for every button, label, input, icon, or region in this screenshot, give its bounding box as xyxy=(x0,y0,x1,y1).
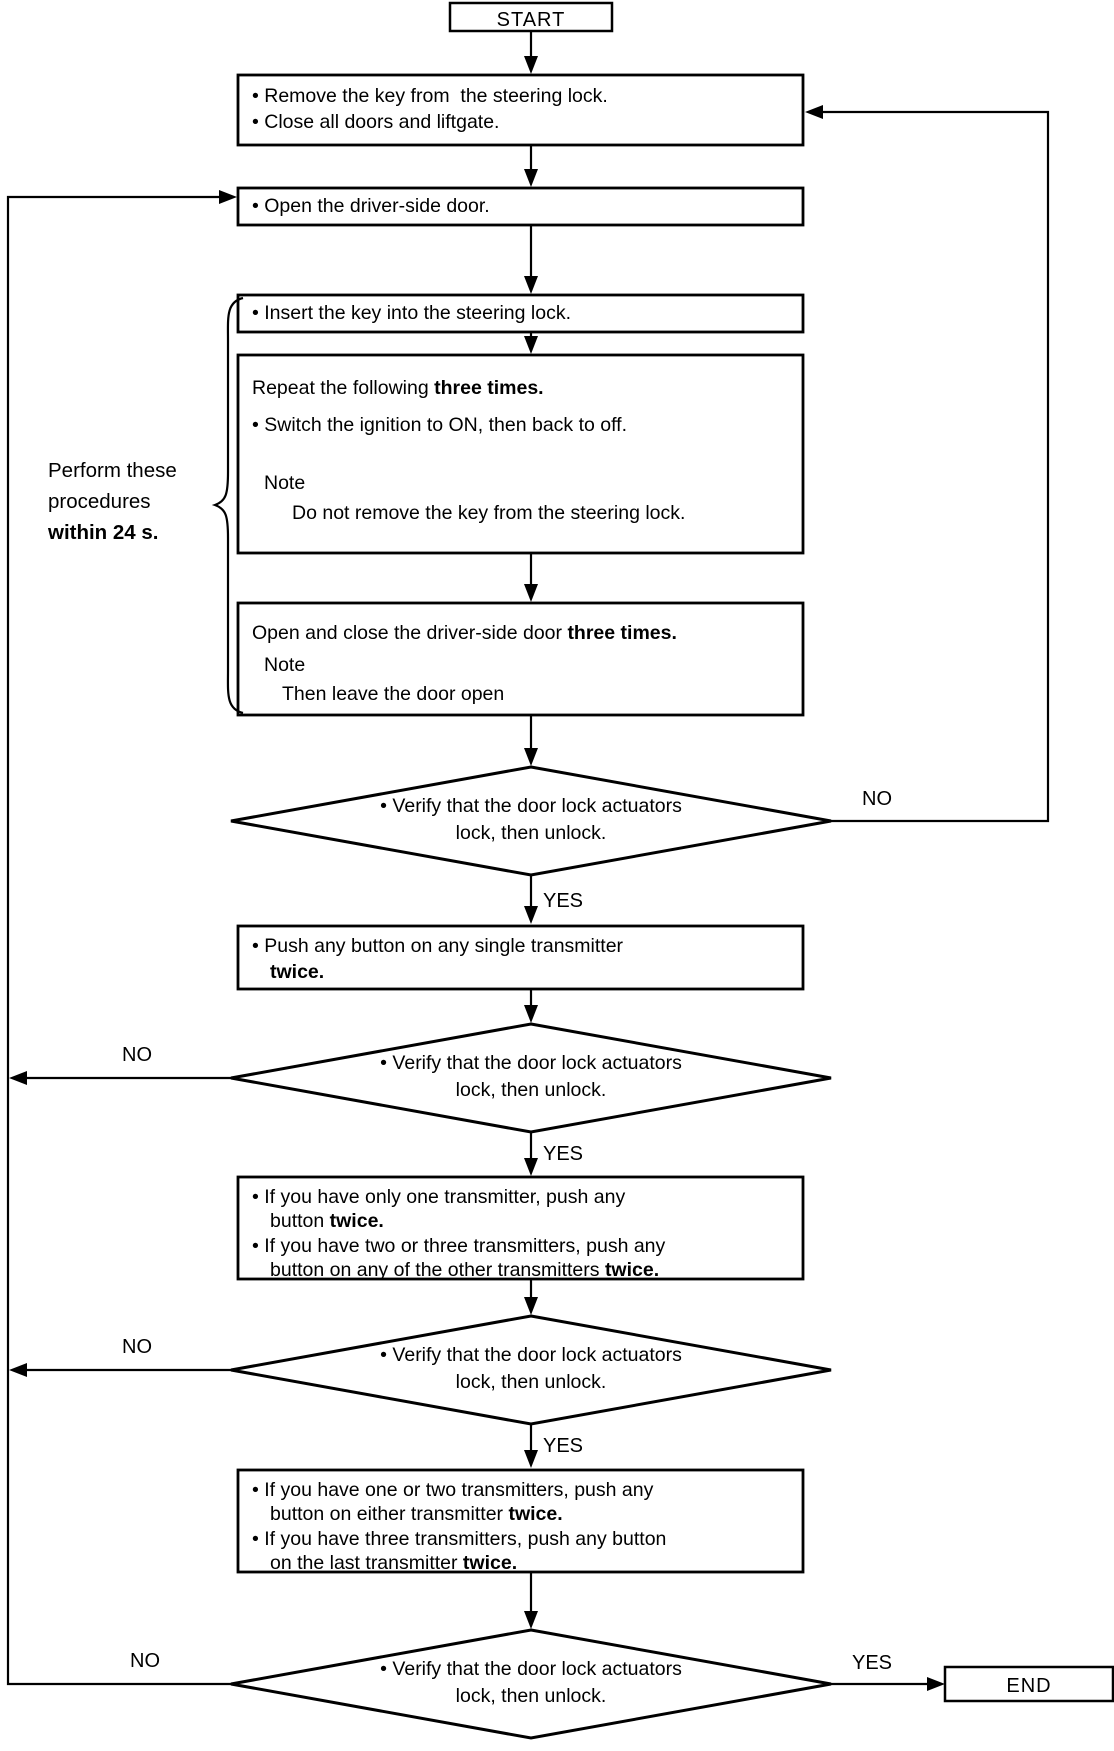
arrowhead-into-open-door xyxy=(219,190,237,204)
one-or-two-b1-line1: • If you have one or two transmitters, p… xyxy=(252,1479,654,1501)
yes-label-3: YES xyxy=(543,1435,584,1457)
arrowhead-down-11 xyxy=(524,1450,538,1468)
arrowhead-down-10 xyxy=(524,1297,538,1315)
one-transmitter-b1-line2: button twice. xyxy=(270,1210,384,1232)
arrowhead-down-4 xyxy=(524,336,538,354)
arrowhead-verify2-no xyxy=(9,1071,27,1085)
process-box-repeat-ignition xyxy=(236,353,805,555)
repeat-ignition-bullet: • Switch the ignition to ON, then back t… xyxy=(252,414,628,436)
start-terminal-label: START xyxy=(496,9,566,31)
arrowhead-down-8 xyxy=(524,1005,538,1023)
arrowhead-down-2 xyxy=(524,169,538,187)
process-box-remove-key xyxy=(236,73,805,147)
yes-label-2: YES xyxy=(543,1143,584,1165)
arrowhead-down-3 xyxy=(524,276,538,294)
repeat-ignition-note-text: Do not remove the key from the steering … xyxy=(292,502,686,524)
process-box-push-any-button xyxy=(236,924,805,991)
end-terminal-label: END xyxy=(1006,1675,1052,1697)
remove-key-text: • Remove the key from the steering lock.… xyxy=(252,85,608,133)
arrowhead-into-remove-key xyxy=(805,105,823,119)
arrowhead-down-6 xyxy=(524,748,538,766)
process-box-open-door xyxy=(236,186,805,227)
push-any-button-line1: • Push any button on any single transmit… xyxy=(252,935,624,957)
timing-brace xyxy=(211,296,244,715)
no-rail-left xyxy=(6,195,231,1686)
process-box-open-close-door xyxy=(236,601,805,717)
process-box-one-transmitter xyxy=(236,1175,805,1281)
connector-lines xyxy=(6,31,1050,1686)
arrowhead-verify3-no xyxy=(9,1363,27,1377)
open-close-heading: Open and close the driver-side door thre… xyxy=(252,622,677,644)
no-rail-right xyxy=(822,110,1050,823)
arrowhead-down-7 xyxy=(524,906,538,924)
yes-label-1: YES xyxy=(543,890,584,912)
one-transmitter-b2-line2: button on any of the other transmitters … xyxy=(270,1259,660,1281)
arrowhead-down-12 xyxy=(524,1611,538,1629)
arrowheads xyxy=(9,56,945,1691)
repeat-ignition-note-label: Note xyxy=(264,472,306,494)
arrowhead-down-1 xyxy=(524,56,538,74)
no-label-4: NO xyxy=(130,1650,160,1672)
push-any-button-line2: twice. xyxy=(270,961,325,983)
process-box-insert-key xyxy=(236,293,805,334)
decision-diamond-verify-4 xyxy=(230,1628,832,1740)
open-door-text: • Open the driver-side door. xyxy=(252,195,490,217)
one-transmitter-b1-line1: • If you have only one transmitter, push… xyxy=(252,1186,626,1208)
one-or-two-b1-line2: button on either transmitter twice. xyxy=(270,1503,563,1525)
no-label-3: NO xyxy=(122,1336,152,1358)
one-transmitter-b2-line1: • If you have two or three transmitters,… xyxy=(252,1235,666,1257)
one-or-two-b2-line1: • If you have three transmitters, push a… xyxy=(252,1528,667,1550)
arrowhead-down-5 xyxy=(524,584,538,602)
repeat-ignition-heading: Repeat the following three times. xyxy=(252,377,544,399)
one-or-two-b2-line2: on the last transmitter twice. xyxy=(270,1552,518,1574)
no-label-1: NO xyxy=(862,788,892,810)
insert-key-text: • Insert the key into the steering lock. xyxy=(252,302,571,324)
yes-label-4: YES xyxy=(852,1652,893,1674)
open-close-note-label: Note xyxy=(264,654,306,676)
no-label-2: NO xyxy=(122,1044,152,1066)
arrowhead-into-end xyxy=(927,1677,945,1691)
open-close-note-text: Then leave the door open xyxy=(282,683,505,705)
arrowhead-down-9 xyxy=(524,1158,538,1176)
process-box-one-or-two-transmitters xyxy=(236,1468,805,1574)
